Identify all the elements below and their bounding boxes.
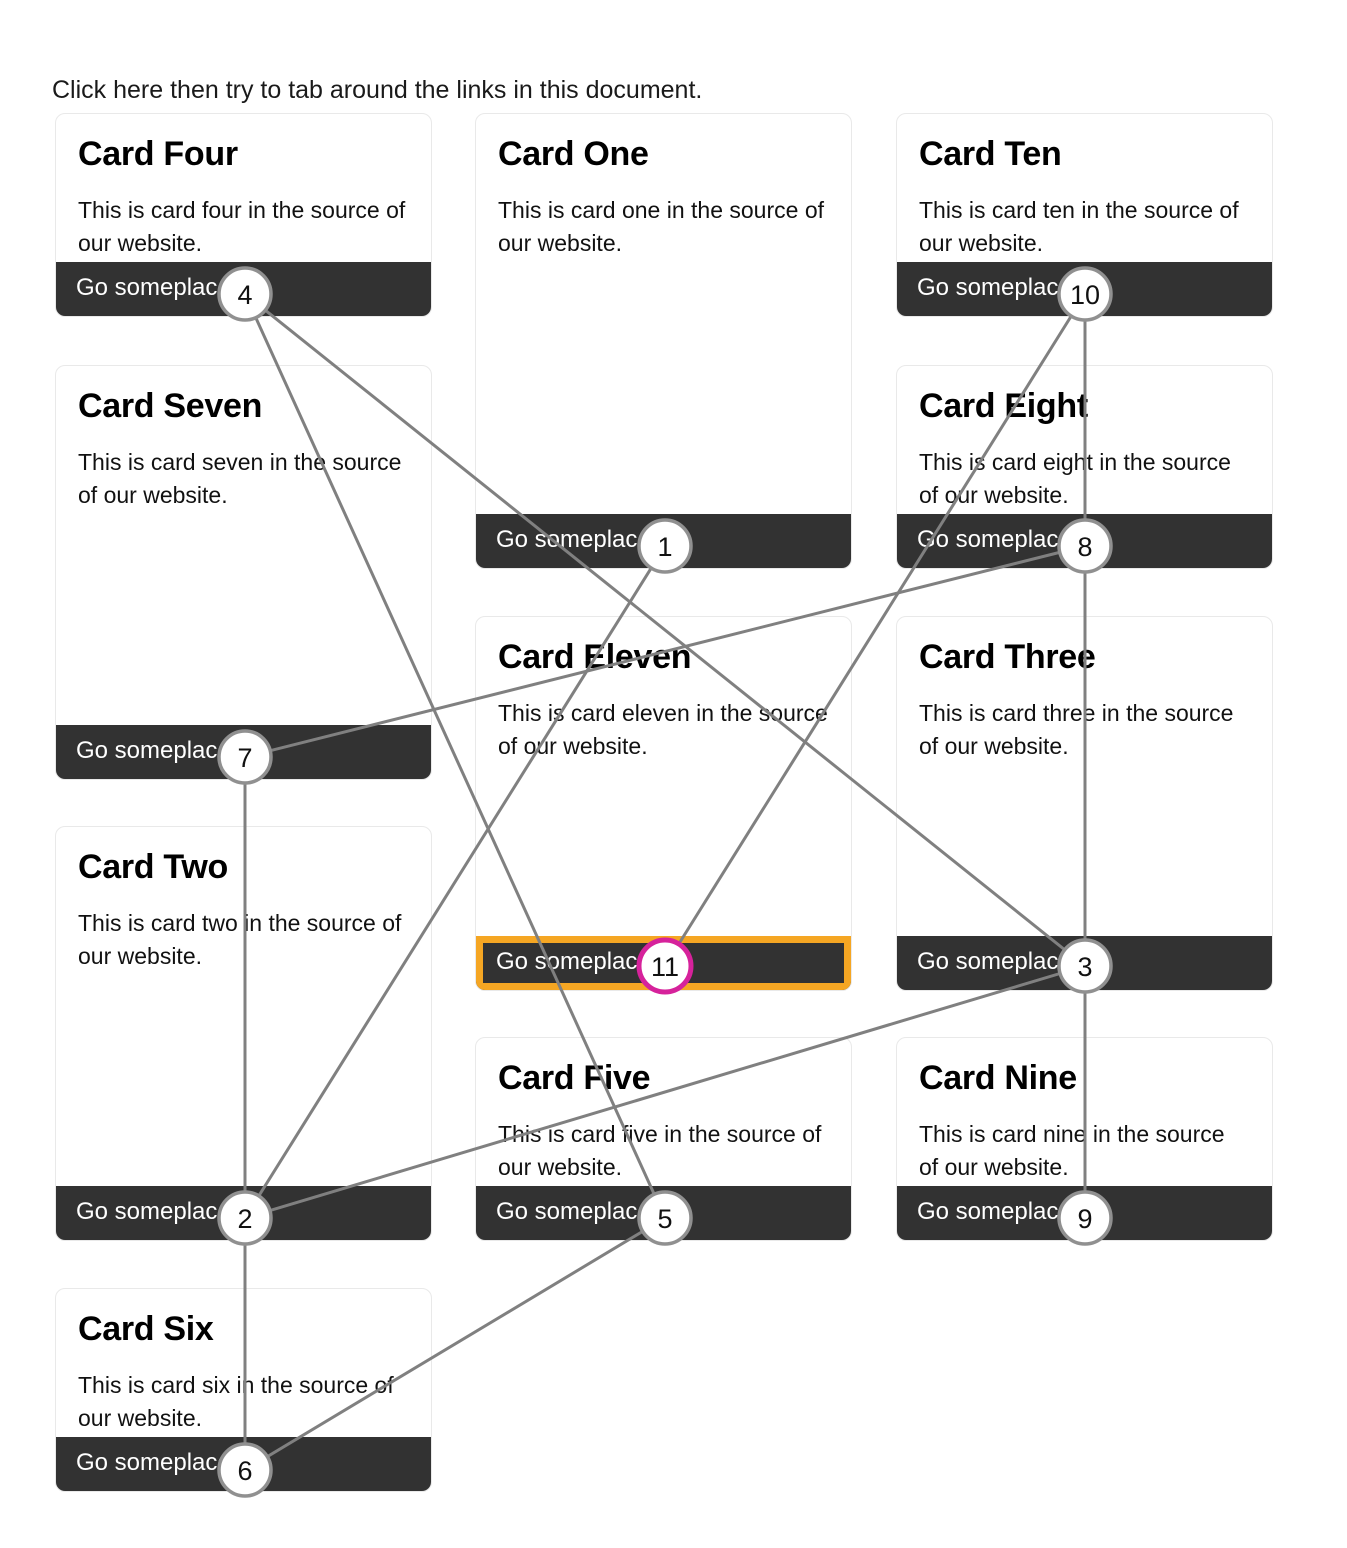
card-six-description: This is card six in the source of our we… xyxy=(78,1372,394,1431)
card-two-description: This is card two in the source of our we… xyxy=(78,910,402,969)
card-nine-link[interactable]: Go someplace xyxy=(917,1198,1072,1225)
card-four-link[interactable]: Go someplace xyxy=(76,274,231,301)
card-eleven-title: Card Eleven xyxy=(498,638,692,676)
card-eight-footer: Go someplace xyxy=(897,514,1272,568)
card-five-link[interactable]: Go someplace xyxy=(496,1198,651,1225)
card-eleven-description: This is card eleven in the source of our… xyxy=(498,700,828,759)
card-three-description: This is card three in the source of our … xyxy=(919,700,1234,759)
card-one-footer: Go someplace xyxy=(476,514,851,568)
card-one-description: This is card one in the source of our we… xyxy=(498,197,824,256)
card-ten-title: Card Ten xyxy=(919,135,1062,173)
card-eight-title: Card Eight xyxy=(919,387,1088,425)
card-seven-footer: Go someplace xyxy=(56,725,431,779)
card-seven-title: Card Seven xyxy=(78,387,263,425)
card-nine-title: Card Nine xyxy=(919,1059,1077,1097)
card-seven-description: This is card seven in the source of our … xyxy=(78,449,402,508)
card-six-link[interactable]: Go someplace xyxy=(76,1449,231,1476)
card-seven-link[interactable]: Go someplace xyxy=(76,737,231,764)
card-four-description: This is card four in the source of our w… xyxy=(78,197,406,256)
card-ten-description: This is card ten in the source of our we… xyxy=(919,197,1239,256)
card-ten-link[interactable]: Go someplace xyxy=(917,274,1072,301)
card-one-title: Card One xyxy=(498,135,649,173)
card-two-link[interactable]: Go someplace xyxy=(76,1198,231,1225)
card-nine-footer: Go someplace xyxy=(897,1186,1272,1240)
card-six-title: Card Six xyxy=(78,1310,214,1348)
card-one-link[interactable]: Go someplace xyxy=(496,526,651,553)
card-eight-description: This is card eight in the source of our … xyxy=(919,449,1231,508)
card-five-title: Card Five xyxy=(498,1059,651,1097)
card-three-link[interactable]: Go someplace xyxy=(917,948,1072,975)
card-six-footer: Go someplace xyxy=(56,1437,431,1491)
card-nine-description: This is card nine in the source of our w… xyxy=(919,1121,1225,1180)
card-four-footer: Go someplace xyxy=(56,262,431,316)
page-intro-text: Click here then try to tab around the li… xyxy=(52,76,703,104)
card-three-footer: Go someplace xyxy=(897,936,1272,990)
card-four-title: Card Four xyxy=(78,135,238,173)
card-eleven-footer: Go someplace xyxy=(476,936,851,990)
card-eight-link[interactable]: Go someplace xyxy=(917,526,1072,553)
card-two-title: Card Two xyxy=(78,848,228,886)
card-two-footer: Go someplace xyxy=(56,1186,431,1240)
card-three-title: Card Three xyxy=(919,638,1096,676)
card-five-footer: Go someplace xyxy=(476,1186,851,1240)
card-five-description: This is card five in the source of our w… xyxy=(498,1121,822,1180)
card-eleven-link[interactable]: Go someplace xyxy=(496,948,651,975)
card-ten-footer: Go someplace xyxy=(897,262,1272,316)
